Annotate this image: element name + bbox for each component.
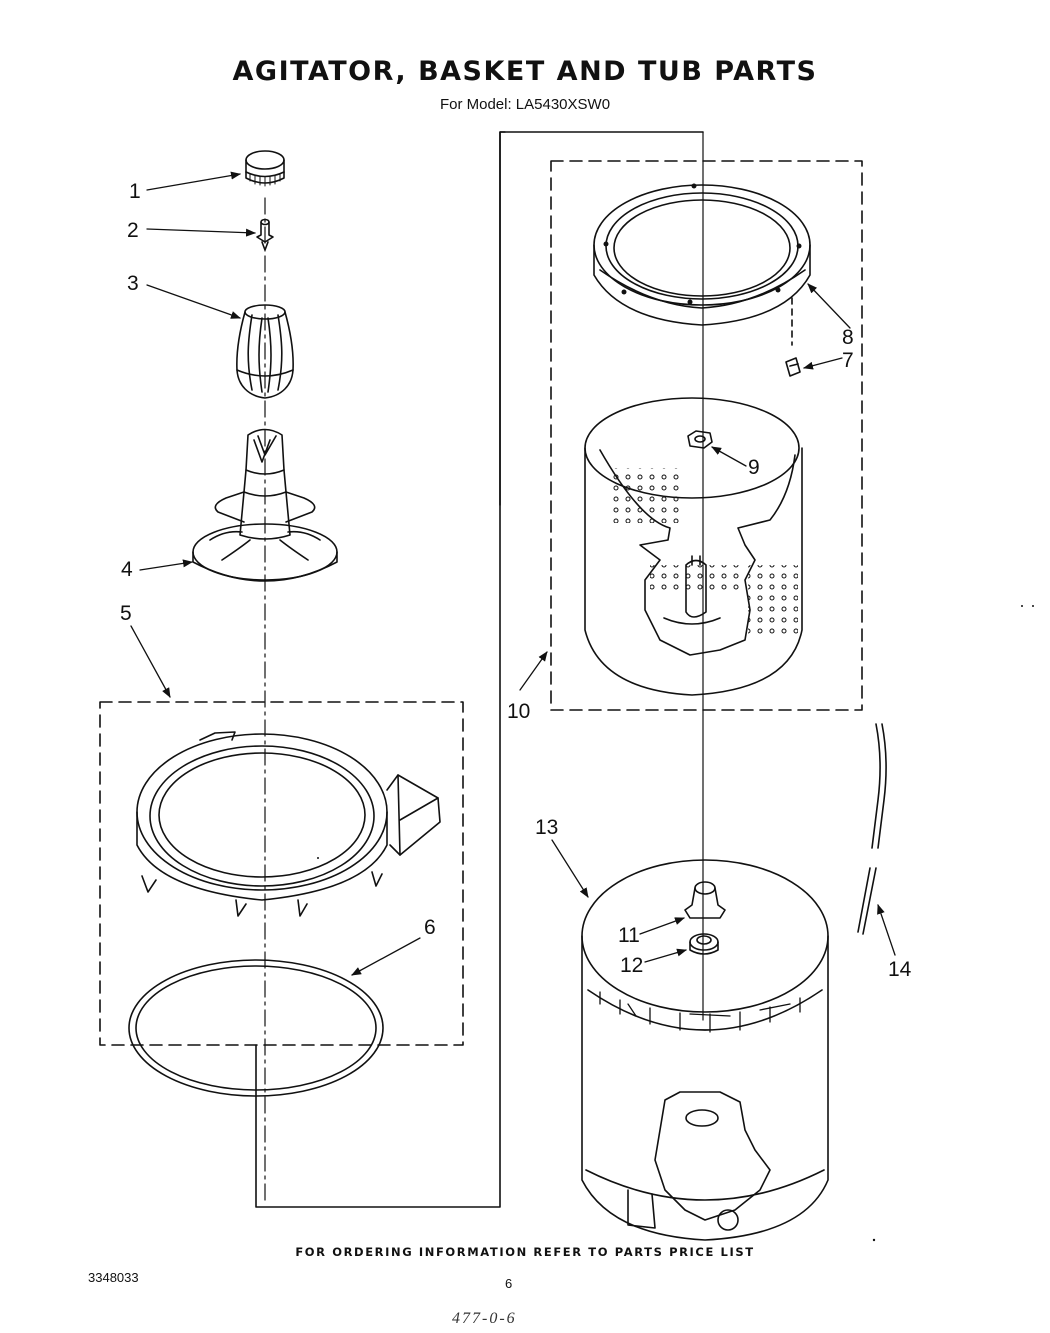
page-title: AGITATOR, BASKET AND TUB PARTS bbox=[232, 56, 818, 87]
document-number: 3348033 bbox=[88, 1270, 139, 1285]
callout-11: 11 bbox=[618, 924, 640, 947]
group-box-5 bbox=[99, 701, 464, 1046]
agitator-cap-icon bbox=[245, 150, 285, 187]
wash-basket-icon bbox=[584, 397, 803, 696]
balance-ring-icon bbox=[593, 183, 811, 326]
drain-hose-icon bbox=[857, 723, 887, 935]
seal-washer-icon bbox=[689, 933, 719, 955]
callout-leaders bbox=[130, 171, 896, 976]
tub-seal-ring-icon bbox=[128, 959, 384, 1097]
callout-9: 9 bbox=[748, 456, 760, 479]
screw-icon bbox=[785, 357, 801, 377]
callout-7: 7 bbox=[842, 349, 854, 372]
drive-block-nut-icon bbox=[687, 430, 713, 449]
outer-tub-icon bbox=[581, 859, 829, 1241]
bracket-10-outline bbox=[255, 131, 704, 1208]
agitator-sleeve-icon bbox=[236, 304, 294, 399]
drive-hub-icon bbox=[684, 881, 726, 919]
group-box-basket bbox=[550, 160, 863, 711]
callout-5: 5 bbox=[120, 602, 132, 625]
callout-14: 14 bbox=[888, 958, 912, 981]
tub-ring-icon bbox=[136, 731, 441, 917]
callout-8: 8 bbox=[842, 326, 854, 349]
agitator-base-icon bbox=[192, 428, 338, 582]
scan-specks bbox=[317, 605, 1034, 1242]
callout-4: 4 bbox=[121, 558, 133, 581]
callout-1: 1 bbox=[129, 180, 141, 203]
callout-2: 2 bbox=[127, 219, 139, 242]
callout-numbers: 1 2 3 4 5 6 7 8 9 10 11 12 13 14 bbox=[120, 180, 912, 981]
callout-12: 12 bbox=[620, 954, 643, 977]
page-number: 6 bbox=[505, 1276, 513, 1291]
cam-pin-icon bbox=[256, 218, 274, 251]
model-subtitle: For Model: LA5430XSW0 bbox=[439, 96, 611, 113]
handwritten-mark: 477-0-6 bbox=[452, 1310, 517, 1327]
callout-10: 10 bbox=[507, 700, 530, 723]
callout-6: 6 bbox=[424, 916, 436, 939]
callout-13: 13 bbox=[535, 816, 558, 839]
callout-3: 3 bbox=[127, 272, 139, 295]
ordering-info-note: FOR ORDERING INFORMATION REFER TO PARTS … bbox=[295, 1245, 755, 1259]
